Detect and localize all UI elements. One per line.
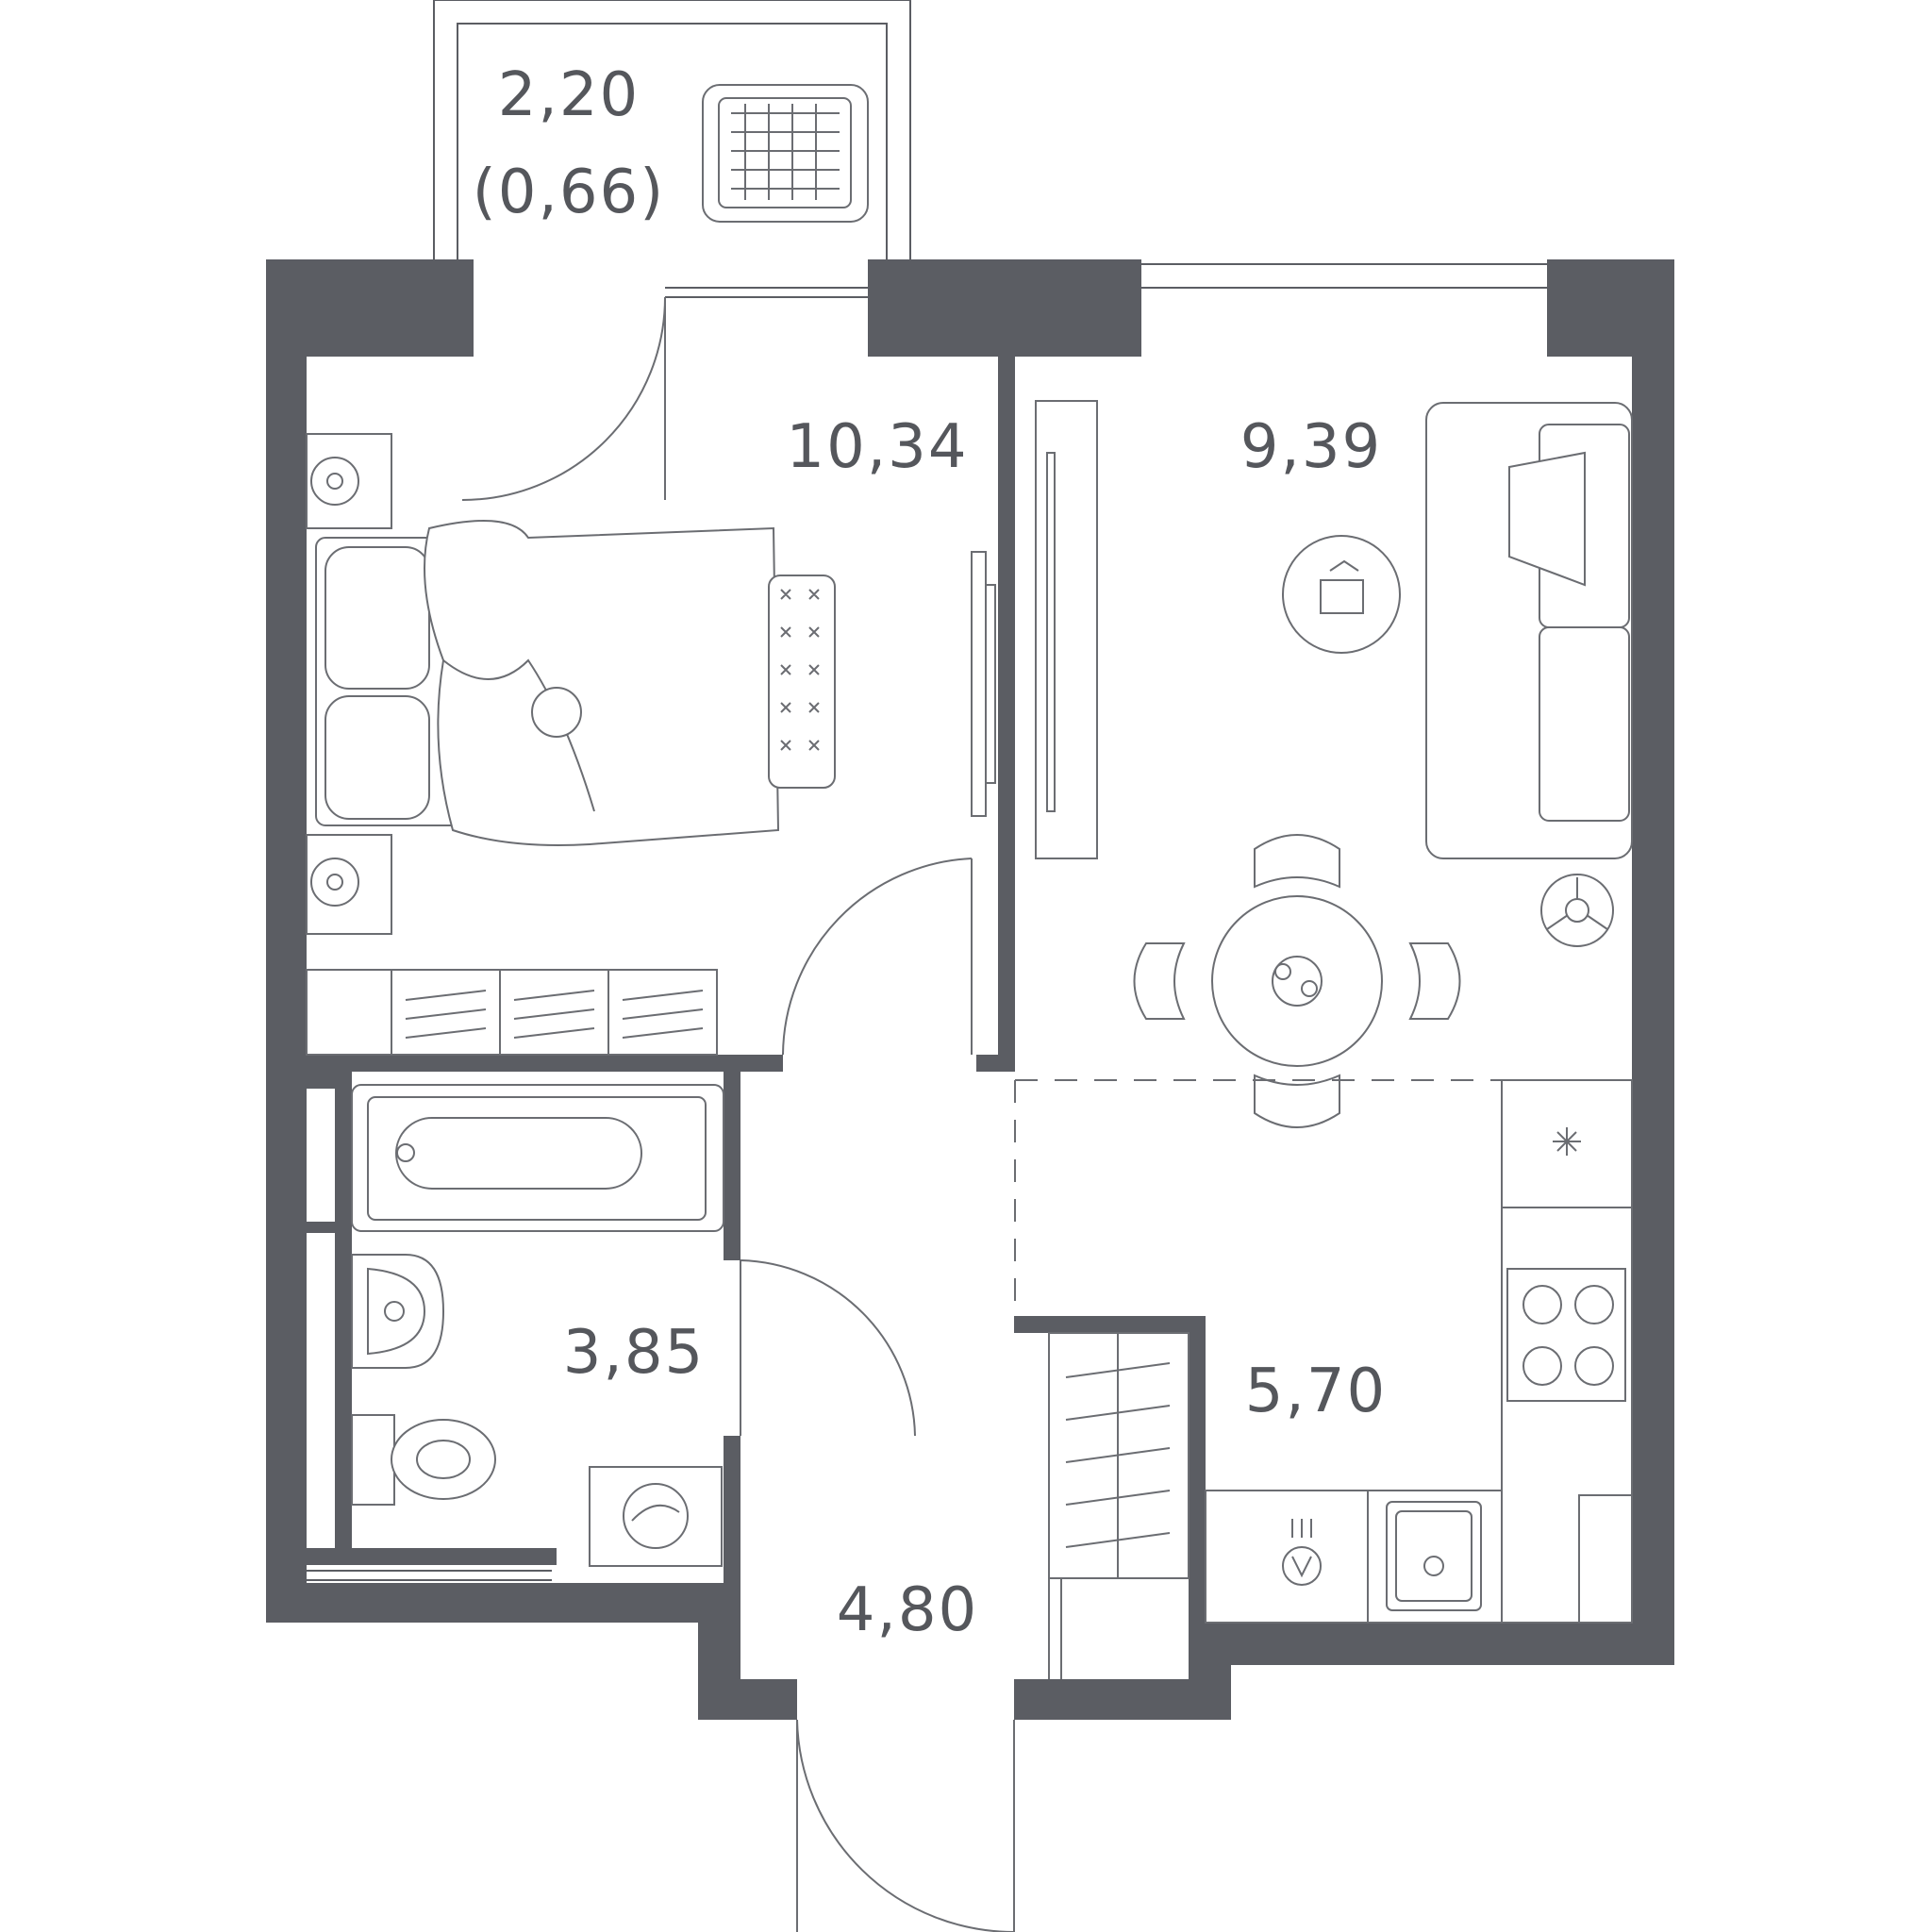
wall-bedroom-corridor-stub: [976, 1055, 1015, 1072]
bathroom-door: [740, 1259, 916, 1437]
bedside-table-bottom: [306, 834, 392, 935]
sofa-icon: [1425, 402, 1633, 859]
wall-bath-right-lower: [724, 1436, 740, 1587]
walls: [266, 259, 1674, 1720]
wall-bottom-entry-left: [698, 1679, 797, 1720]
side-table-icon: [1540, 874, 1614, 947]
bed-icon: [315, 520, 780, 846]
wardrobe-icon: [306, 969, 718, 1056]
wall-bath-left: [335, 1072, 352, 1548]
bathroom-area: 3,85: [563, 1318, 706, 1388]
sink-icon: [1386, 1501, 1482, 1611]
entrance-door: [796, 1719, 1015, 1932]
wall-bottom-right: [1189, 1623, 1674, 1665]
wall-top-middle-block: [868, 259, 1141, 357]
wall-right-window-jamb-upper: [1632, 575, 1674, 580]
bedside-table-top: [306, 433, 392, 529]
toilet-icon: [351, 1414, 496, 1506]
living-area: 9,39: [1240, 412, 1383, 482]
wall-bedroom-right: [998, 357, 1015, 1055]
kitchen: 5,70: [1205, 1079, 1633, 1624]
bedroom-area: 10,34: [786, 412, 968, 482]
wall-kitchen-closet: [1189, 1316, 1206, 1627]
hallway-area: 4,80: [837, 1575, 979, 1645]
doors: [461, 296, 1015, 1932]
laundry-basket-icon: [702, 84, 869, 223]
wall-bedroom-bottom: [307, 1055, 783, 1072]
washing-machine-icon: [589, 1466, 723, 1567]
wall-bath-bottom: [307, 1548, 557, 1565]
tv-icon: [971, 551, 996, 817]
stove-icon: [1506, 1268, 1626, 1402]
bathtub-icon: [351, 1084, 724, 1232]
wall-bath-right-upper: [724, 1072, 740, 1260]
wall-bottom-right-notch: [1189, 1623, 1231, 1720]
wall-left: [266, 259, 307, 1623]
balcony-door: [461, 296, 666, 501]
coffee-table-icon: [1282, 535, 1401, 654]
bench-icon: [768, 575, 836, 789]
washbasin-icon: [351, 1254, 445, 1369]
windows: [307, 263, 1638, 1581]
wall-right: [1632, 259, 1674, 1665]
dining-table-icon: [1133, 834, 1461, 1128]
closet-icon: [1578, 1494, 1633, 1624]
fridge-icon: [1501, 1079, 1633, 1208]
bedroom: 10,34: [306, 412, 996, 1056]
living-room: 9,39: [1014, 400, 1633, 1316]
balcony-reduced-area: (0,66): [473, 158, 665, 227]
wall-shaft-divider: [307, 1222, 352, 1233]
tv-unit-icon: [1035, 400, 1098, 859]
bathroom: 3,85: [351, 1084, 724, 1567]
balcony-area: 2,20: [498, 60, 641, 130]
wall-bottom-left: [266, 1583, 728, 1623]
balcony: 2,20 (0,66): [433, 0, 911, 259]
dishwasher-icon: [1282, 1519, 1322, 1586]
wall-top-left-block: [266, 259, 474, 357]
hallway: 4,80: [837, 1332, 1190, 1679]
hallway-wardrobe-icon: [1048, 1332, 1190, 1679]
bedroom-door: [782, 858, 973, 1056]
kitchen-area: 5,70: [1245, 1357, 1388, 1426]
wall-kitchen-closet-top: [1014, 1316, 1206, 1333]
